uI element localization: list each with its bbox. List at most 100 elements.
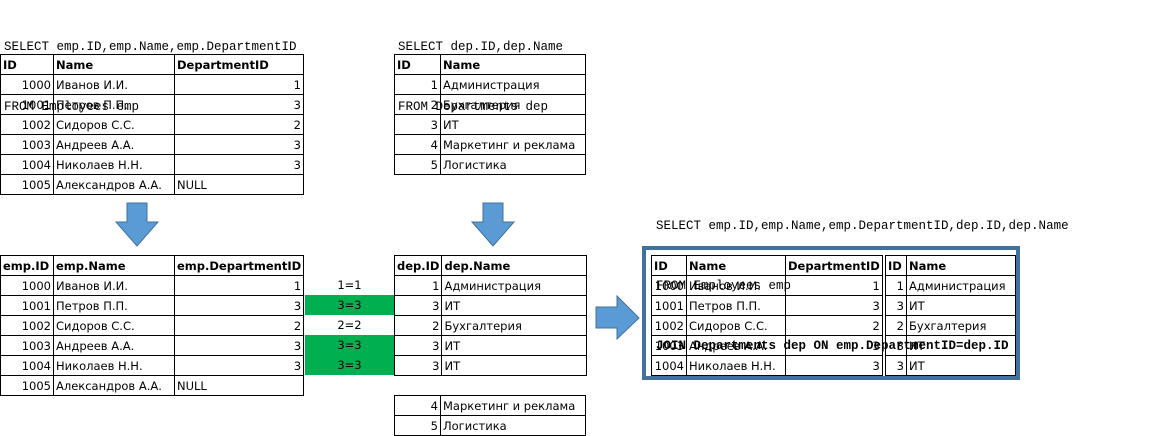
- column-header: dep.ID: [393, 255, 443, 276]
- table-cell: Логистика: [440, 415, 586, 436]
- column-header: emp.DepartmentID: [173, 255, 305, 276]
- table-cell: 1003: [651, 335, 687, 356]
- table-cell: 1003: [0, 134, 54, 155]
- table-cell: 2: [174, 114, 304, 135]
- table-cell: Александров А.А.: [53, 174, 175, 195]
- table-cell: 2: [885, 315, 907, 336]
- table-cell: 1005: [0, 375, 54, 396]
- table-cell: Петров П.П.: [53, 94, 175, 115]
- arrow-down-icon: [114, 202, 160, 247]
- table-cell: 1000: [651, 275, 687, 296]
- table-cell: Александров А.А.: [53, 375, 175, 396]
- table-cell: 3: [785, 355, 883, 376]
- column-header: dep.Name: [441, 255, 588, 276]
- comparison-match-highlight: 3=3: [305, 295, 394, 315]
- table-cell: 3: [785, 295, 883, 316]
- arrow-right-icon: [595, 295, 640, 341]
- table-cell: Андреев А.А.: [686, 335, 786, 356]
- table-cell: ИТ: [441, 355, 588, 376]
- column-header: Name: [440, 54, 586, 75]
- column-header: Name: [906, 255, 1016, 276]
- table-cell: 2: [785, 315, 883, 336]
- table-cell: 1: [785, 275, 883, 296]
- table-cell: 5: [394, 154, 441, 175]
- table-cell: Логистика: [440, 154, 586, 175]
- table-cell: 1: [393, 275, 443, 296]
- table-cell: Сидоров С.С.: [53, 114, 175, 135]
- table-cell: NULL: [173, 375, 305, 396]
- table-cell: Николаев Н.Н.: [686, 355, 786, 376]
- table-cell: 1001: [651, 295, 687, 316]
- table-cell: 3: [173, 335, 305, 356]
- table-cell: 3: [393, 335, 443, 356]
- table-cell: 3: [394, 114, 441, 135]
- table-cell: Андреев А.А.: [53, 134, 175, 155]
- table-cell: NULL: [174, 174, 304, 195]
- table-cell: 1002: [651, 315, 687, 336]
- table-cell: Андреев А.А.: [53, 335, 175, 356]
- table-cell: 3: [885, 295, 907, 316]
- comparison-match-highlight: 3=3: [305, 335, 394, 355]
- table-cell: 2: [394, 94, 441, 115]
- table-cell: ИТ: [440, 114, 586, 135]
- table-cell: Маркетинг и реклама: [440, 395, 586, 416]
- column-header: emp.ID: [0, 255, 54, 276]
- table-cell: 3: [393, 295, 443, 316]
- table-cell: 1000: [0, 275, 54, 296]
- table-cell: Иванов И.И.: [53, 74, 175, 95]
- table-cell: Администрация: [441, 275, 588, 296]
- table-cell: 1000: [0, 74, 54, 95]
- table-cell: ИТ: [906, 355, 1016, 376]
- table-cell: Бухгалтерия: [906, 315, 1016, 336]
- result-frame: [642, 246, 1020, 380]
- table-cell: 1001: [0, 94, 54, 115]
- column-header: ID: [651, 255, 687, 276]
- column-header: DepartmentID: [785, 255, 883, 276]
- table-cell: 3: [174, 154, 304, 175]
- column-header: ID: [0, 54, 54, 75]
- table-cell: 3: [393, 355, 443, 376]
- table-cell: 4: [394, 395, 441, 416]
- table-cell: 3: [173, 295, 305, 316]
- table-cell: Иванов И.И.: [686, 275, 786, 296]
- column-header: Name: [53, 54, 175, 75]
- table-cell: 1004: [651, 355, 687, 376]
- column-header: DepartmentID: [174, 54, 304, 75]
- comparison-match-highlight: 3=3: [305, 355, 394, 375]
- column-header: Name: [686, 255, 786, 276]
- table-cell: 3: [173, 355, 305, 376]
- table-cell: 3: [174, 94, 304, 115]
- table-cell: Петров П.П.: [686, 295, 786, 316]
